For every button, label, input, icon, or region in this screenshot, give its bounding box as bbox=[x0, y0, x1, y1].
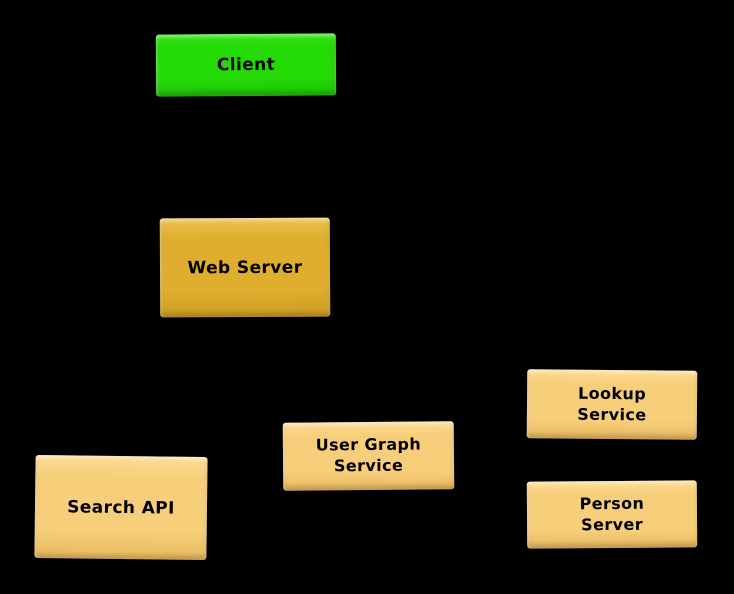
node-lookup-service-label-line1: Lookup bbox=[577, 383, 647, 404]
node-search-api-label: Search API bbox=[67, 496, 175, 519]
node-client: Client bbox=[155, 33, 337, 97]
node-lookup-service: Lookup Service bbox=[526, 369, 698, 440]
node-person-server-label-line1: Person bbox=[579, 493, 645, 513]
node-search-api: Search API bbox=[34, 454, 208, 561]
node-user-graph-service: User Graph Service bbox=[282, 421, 455, 491]
node-user-graph-service-label-line2: Service bbox=[333, 455, 404, 476]
node-client-label: Client bbox=[216, 54, 276, 76]
node-person-server: Person Server bbox=[526, 480, 698, 549]
node-user-graph-service-label-line1: User Graph bbox=[315, 434, 422, 455]
node-web-server: Web Server bbox=[159, 217, 331, 318]
node-lookup-service-label-line2: Service bbox=[577, 404, 647, 424]
node-web-server-label: Web Server bbox=[187, 257, 303, 278]
node-person-server-label-line2: Server bbox=[581, 514, 644, 534]
